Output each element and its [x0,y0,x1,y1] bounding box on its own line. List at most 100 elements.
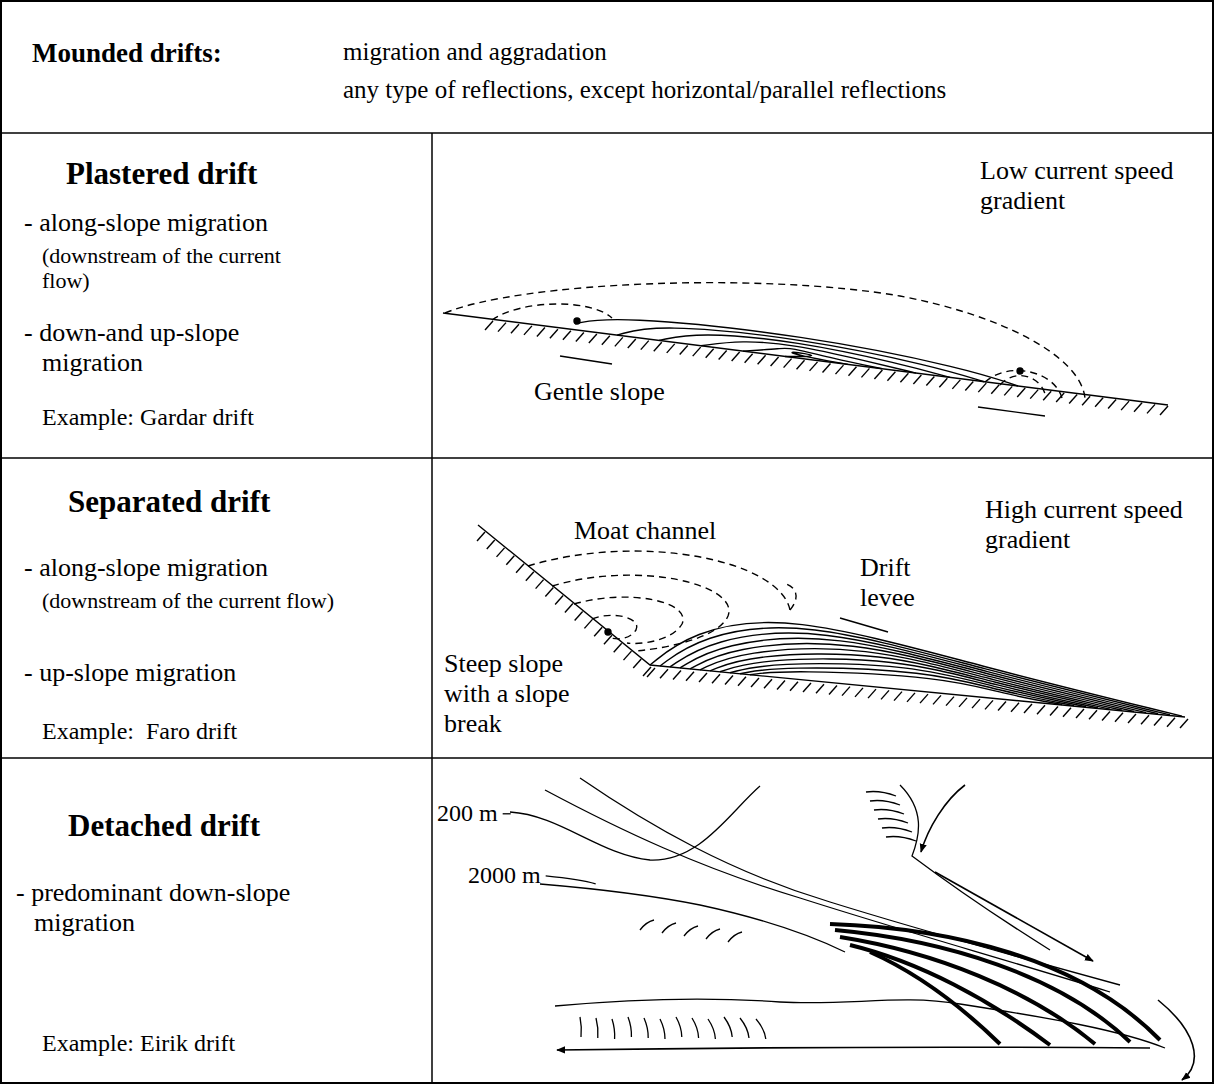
hachure [866,792,896,797]
hatch-stroke [907,693,915,702]
hachure [706,929,720,939]
hatch-stroke [673,670,681,679]
hatch-stroke [887,372,895,381]
hatch-stroke [485,321,493,330]
hatch-stroke [959,698,967,707]
hatch-stroke [555,596,563,605]
contour-leader [503,813,511,814]
hatch-stroke [623,651,631,660]
example-note: Example: Faro drift [42,718,422,746]
drift-layer [670,633,1158,714]
hatch-stroke [874,370,882,379]
hatch-stroke [1063,708,1071,717]
hatch-stroke [1154,717,1162,726]
hatch-stroke [1141,715,1149,724]
hatch-stroke [835,365,843,374]
label-slot: Plastered drift [66,156,396,192]
hatch-stroke [667,344,675,353]
hatch-stroke [712,674,720,683]
hatch-stroke [1160,406,1168,415]
hatch-stroke [868,689,876,698]
hatch-stroke [900,373,908,382]
row-heading: Separated drift [68,484,398,520]
hatch-stroke [633,659,641,668]
label-slot: migration and aggradation [343,38,1203,67]
label-slot: Detached drift [68,808,398,844]
drift-layer [575,320,1018,386]
hachure [640,920,654,930]
hatch-stroke [1030,390,1038,399]
label-slot: 2000 m [468,862,558,890]
hatch-stroke [497,548,505,557]
hatch-stroke [575,611,583,620]
drift-layer [710,654,1110,709]
drift-layer [680,638,1146,712]
hatch-stroke [738,677,746,686]
hatch-stroke [1147,404,1155,413]
hatch-stroke [524,326,532,335]
contour-leader [546,876,596,884]
hatch-stroke [537,328,545,337]
hatch-stroke [1167,718,1175,727]
hatch-stroke [563,331,571,340]
hatch-stroke [771,357,779,366]
hatch-stroke [1115,713,1123,722]
hatch-stroke [516,564,524,573]
hatch-stroke [576,332,584,341]
label-slot: Example: Gardar drift [42,404,422,432]
hatch-stroke [615,337,623,346]
hatch-stroke [978,383,986,392]
hatch-stroke [686,672,694,681]
hatch-stroke [550,329,558,338]
hatch-stroke [584,619,592,628]
hatch-stroke [998,702,1006,711]
hatch-stroke [842,687,850,696]
hatch-stroke [536,580,544,589]
migration-note: (downstream of the current flow) [42,588,382,613]
hatch-stroke [706,349,714,358]
hatch-stroke [477,532,485,541]
drift-layer [659,335,950,377]
hatch-stroke [861,368,869,377]
hatch-stroke [1089,710,1097,719]
hatch-stroke [725,675,733,684]
label-slot: - down-and up-slope migration [24,318,314,378]
label-slot: High current speed gradient [985,495,1195,555]
hatch-stroke [680,346,688,355]
hatch-stroke [920,694,928,703]
hatch-stroke [1128,714,1136,723]
hachure [684,926,698,936]
hatch-stroke [526,572,534,581]
hatch-stroke [693,347,701,356]
hatch-stroke [614,643,622,652]
moat-label: Moat channel [574,516,774,546]
migration-item: - predominant down-slope migration [16,878,356,938]
separated-sketch [477,525,1188,728]
hachure [692,1018,699,1038]
plastered-sketch [443,283,1168,416]
hatch-stroke [1037,705,1045,714]
hatch-stroke [1134,403,1142,412]
example-note: Example: Gardar drift [42,404,422,432]
hatch-stroke [1011,703,1019,712]
hatch-stroke [1050,707,1058,716]
drift-layer [701,342,916,373]
migration-note: (downstream of the current flow) [42,243,287,294]
label-slot: Drift levee [860,553,950,613]
hatch-stroke [1082,396,1090,405]
hachure [874,810,904,815]
label-slot: (downstream of the current flow) [42,243,287,294]
hachure [756,1019,766,1039]
hatch-stroke [498,323,506,332]
hatch-stroke [511,324,519,333]
label-slot: Low current speed gradient [980,156,1190,216]
hatch-stroke [506,556,514,565]
hachure [708,1019,715,1039]
hatch-stroke [604,635,612,644]
row-heading: Plastered drift [66,156,396,192]
hatch-stroke [952,380,960,389]
hachure [612,1019,615,1039]
drift-layer [730,664,1086,707]
slope-label: Gentle slope [534,377,734,407]
hachure [662,923,676,933]
